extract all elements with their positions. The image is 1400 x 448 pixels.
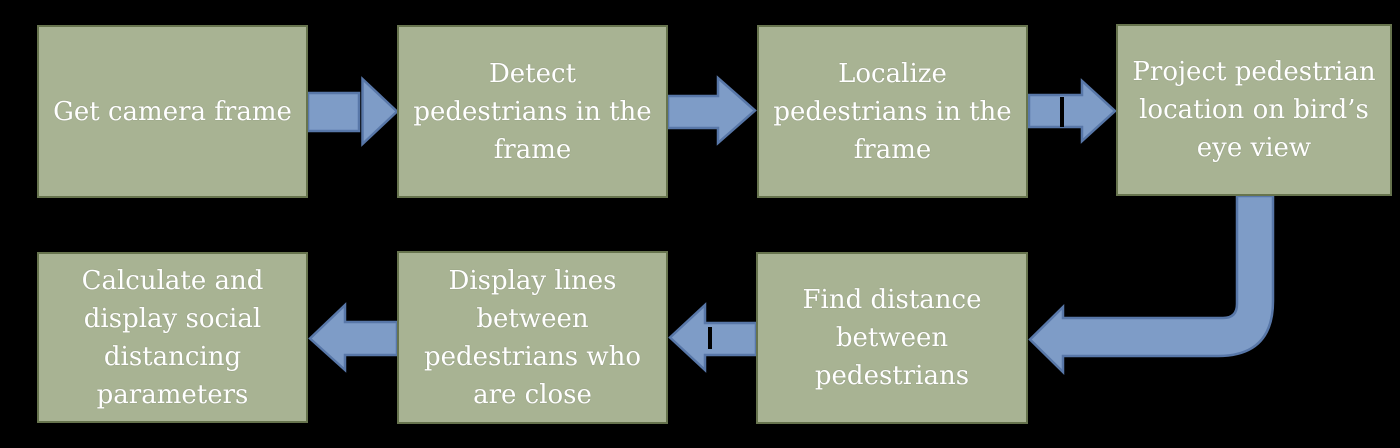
box-project-birds-eye: Project pedestrian location on bird’s ey… (1116, 24, 1392, 196)
arrow-find-to-display (668, 302, 758, 373)
arrow-stem (306, 91, 361, 133)
arrow-display-to-calculate (308, 302, 399, 373)
arrow-body (668, 302, 758, 373)
box-detect-pedestrians: Detect pedestrians in the frame (397, 25, 668, 198)
box-display-lines: Display lines between pedestrians who ar… (397, 251, 668, 424)
box-find-distance: Find distance between pedestrians (756, 252, 1028, 424)
arrow-body (1027, 78, 1117, 144)
arrow-camera-to-detect (306, 76, 399, 147)
box-label: Project pedestrian location on bird’s ey… (1132, 57, 1376, 163)
box-label: Display lines between pedestrians who ar… (423, 265, 642, 410)
arrow-head (361, 76, 399, 147)
box-label: Get camera frame (53, 96, 292, 127)
box-label: Calculate and display social distancing … (81, 265, 264, 410)
box-get-camera-frame: Get camera frame (37, 25, 308, 198)
arrow-tick-mark (708, 327, 712, 349)
box-label: Localize pedestrians in the frame (773, 58, 1012, 165)
box-label: Find distance between pedestrians (802, 285, 982, 391)
box-label: Detect pedestrians in the frame (413, 58, 652, 165)
box-localize-pedestrians: Localize pedestrians in the frame (757, 25, 1028, 198)
arrow-detect-to-localize (666, 75, 757, 146)
arrow-tick-mark (1060, 97, 1064, 127)
arrow-localize-to-project (1027, 78, 1117, 144)
arrow-project-to-find-distance (1028, 194, 1275, 375)
box-calculate-parameters: Calculate and display social distancing … (37, 252, 308, 423)
